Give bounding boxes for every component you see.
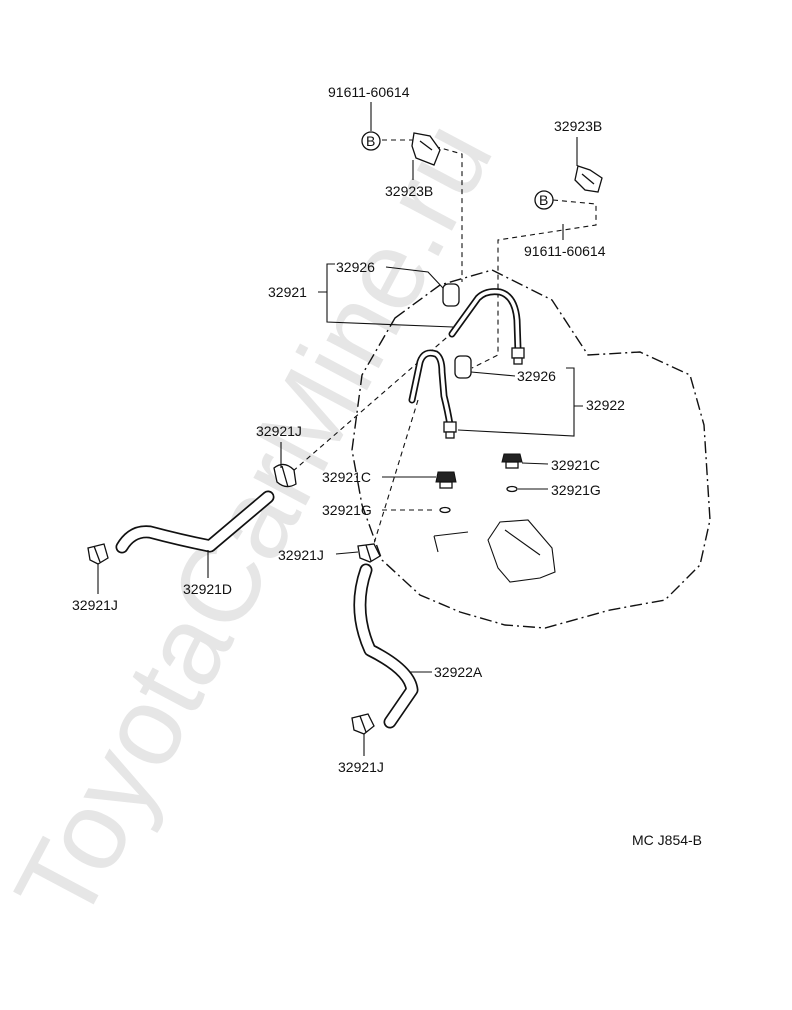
label-clamp-center: 32921J — [278, 547, 324, 563]
insulator-lower — [454, 355, 472, 379]
pipe-32921-fitting — [511, 347, 525, 359]
gasket-right — [506, 485, 518, 493]
label-union-bolt-left: 32921C — [322, 469, 371, 485]
union-bolt-left — [435, 471, 457, 483]
label-hose-bottom: 32922A — [434, 664, 483, 680]
label-hose-left: 32921D — [183, 581, 232, 597]
bolt-symbol-right — [534, 190, 554, 210]
label-pipe-assy-1: 32921 — [268, 284, 307, 300]
label-clamp-left: 32921J — [256, 423, 302, 439]
gasket-left — [439, 506, 451, 514]
label-gasket-left: 32921G — [322, 502, 372, 518]
label-bolt-right: 91611-60614 — [524, 243, 606, 259]
assembly-line-right-bolt — [471, 199, 597, 369]
bracket-pipe-assy-1 — [318, 263, 454, 328]
clip-top — [411, 132, 441, 166]
label-gasket-right: 32921G — [551, 482, 601, 498]
union-bolt-right — [501, 453, 523, 463]
insulator-upper — [442, 283, 460, 307]
label-insulator-lower: 32926 — [517, 368, 556, 384]
leader-union-bolt-right — [521, 462, 549, 465]
label-bolt-top: 91611-60614 — [328, 84, 410, 100]
label-clip-top: 32923B — [385, 183, 433, 199]
bracket-pipe-assy-2 — [457, 367, 583, 437]
leader-clamp-center — [335, 551, 359, 555]
watermark: ToyotaCarMine.ru — [0, 102, 516, 941]
transmission-case-outline — [351, 269, 711, 629]
bolt-symbol-top — [361, 131, 381, 151]
label-clamp-bottom: 32921J — [338, 759, 384, 775]
label-insulator-upper: 32926 — [336, 259, 375, 275]
diagram-code: MC J854-B — [632, 832, 702, 848]
clip-right — [574, 165, 603, 193]
label-clip-right: 32923B — [554, 118, 602, 134]
bolt-symbol-top-letter: B — [366, 133, 375, 149]
bolt-symbol-right-letter: B — [539, 192, 548, 208]
label-union-bolt-right: 32921C — [551, 457, 600, 473]
hose-clamp-bottom — [351, 713, 375, 735]
leader-insulator-lower — [470, 371, 516, 377]
hose-clamp-far-left — [87, 543, 109, 565]
hose-clamp-center — [357, 543, 381, 563]
leader-insulator-upper — [385, 266, 444, 289]
label-clamp-far-left: 32921J — [72, 597, 118, 613]
assembly-line-lower-pipe — [371, 399, 419, 551]
valve-body-sketch — [433, 519, 556, 583]
pipe-32922-fitting — [443, 421, 457, 433]
label-pipe-assy-2: 32922 — [586, 397, 625, 413]
